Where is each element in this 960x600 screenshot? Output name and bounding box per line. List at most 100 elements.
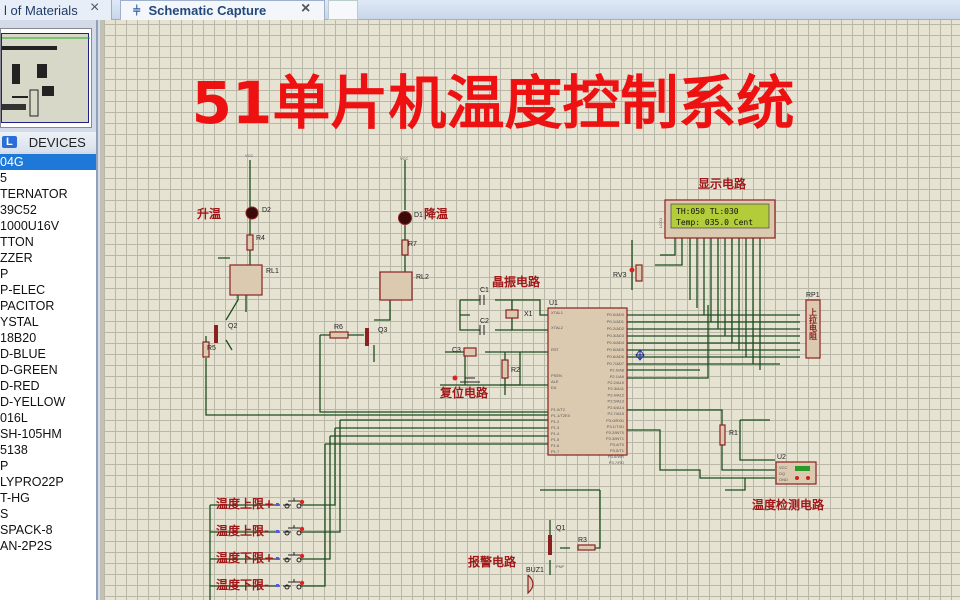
u1-pin-label: P1.4 [551,431,560,436]
tab-schematic-capture[interactable]: ⫩ Schematic Capture × [120,0,325,20]
reset-circuit[interactable]: C3 R2 [452,347,520,383]
device-item[interactable]: D-BLUE [0,347,46,361]
x1-ref: X1 [524,311,533,318]
u1-pin-label: P2.5/A13 [608,399,625,404]
label-cooling: 降温 [424,206,448,221]
u2-pin: DQ [779,471,785,476]
label-heating: 升温 [197,206,221,221]
u1-pin-label: P2.6/A14 [608,405,625,410]
u1-pin-label: RST [551,347,560,352]
u1-pin-label: P3.3/INT1 [606,436,625,441]
button-label-lower-plus: 温度下限+ [216,550,274,565]
u1-pin-label: P1.1/T2EX [551,413,571,418]
library-button[interactable]: L [2,136,17,148]
r6-ref: R6 [334,324,343,331]
r1-ref: R1 [729,430,738,437]
u1-pin-label: P3.1/TXD [607,424,624,429]
u1-pin-label: P2.3/A11 [608,386,625,391]
device-item[interactable]: TERNATOR [0,187,68,201]
device-item[interactable]: 39C52 [0,203,37,217]
u1-pin-label: P3.0/RXD [606,418,624,423]
buz1-ref: BUZ1 [526,567,544,574]
device-item[interactable]: D-RED [0,379,40,393]
lcd-line-1: TH:050 TL:030 [676,207,739,216]
devices-header: L DEVICES [0,132,96,152]
device-item[interactable]: P-ELEC [0,283,46,297]
u2-pin: VCC [779,465,788,470]
rp1-ref: RP1 [806,292,820,299]
u1-pin-label: PSEN [551,373,562,378]
cooling-circuit[interactable]: VCC D1 R7 RL2 R6 Q3 [329,156,429,346]
device-item[interactable]: YSTAL [0,315,39,329]
alarm-circuit[interactable]: Q1 PNP R3 BUZ1 [526,525,596,595]
button-label-lower-minus: 温度下限- [216,577,269,592]
u1-pin-label: P3.2/INT0 [606,430,625,435]
device-item[interactable]: 016L [0,411,28,425]
device-item[interactable]: AN-2P2S [0,539,53,553]
tab-bar: l of Materials× ⫩ Schematic Capture × [0,0,960,20]
button-label-upper-plus: 温度上限+ [216,496,274,511]
device-item[interactable]: D-GREEN [0,363,58,377]
push-button[interactable] [276,579,305,590]
u1-pin-label: P2.1/A9 [610,374,625,379]
canvas-border [100,20,104,600]
device-item[interactable]: 5138 [0,443,28,457]
potentiometer-rv3[interactable]: RV3 [613,264,643,282]
u1-pin-label: P1.6 [551,443,560,448]
tab-label: Schematic Capture [148,3,267,18]
lcd-display[interactable]: TH:050 TL:030 Temp: 035.0 Cent LCD1 [658,199,776,239]
overview-thumbnail [1,33,90,123]
push-button[interactable] [276,525,305,536]
vcc-label: VCC [245,153,254,158]
q3-ref: Q3 [378,327,387,334]
device-item[interactable]: T-HG [0,491,30,505]
tab-bill-of-materials[interactable]: l of Materials× [0,0,112,20]
device-item[interactable]: PACITOR [0,299,55,313]
d1-ref: D1 [414,212,423,219]
overview-preview[interactable] [0,28,92,128]
temperature-sensor-circuit[interactable]: R1 U2 VCC DQ GND [719,424,817,485]
device-item[interactable]: S [0,507,9,521]
device-item[interactable]: LYPRO22P [0,475,64,489]
q1-type: PNP [556,564,565,569]
schematic-icon: ⫩ [133,2,141,18]
close-icon[interactable]: × [301,0,311,17]
u1-pin-label: P1.5 [551,437,560,442]
u1-pin-label: ALE [551,379,559,384]
label-reset-circuit: 复位电路 [439,385,489,400]
u1-pin-label: XTAL2 [551,325,564,330]
u1-pin-label: P1.3 [551,425,560,430]
device-item[interactable]: 04G [0,154,96,170]
u1-pin-label: EA [551,385,557,390]
device-item[interactable]: 1000U16V [0,219,60,233]
u1-pin-label: P0.5/AD5 [607,347,625,352]
device-item[interactable]: ZZER [0,251,33,265]
push-button[interactable] [276,498,305,509]
device-item[interactable]: D-YELLOW [0,395,66,409]
microcontroller-u1[interactable]: U1 XTAL1XTAL2RSTPSENALEEAP1.0/T2P1.1/T2E… [547,300,628,465]
tab-empty[interactable] [328,0,358,20]
device-item[interactable]: 5 [0,171,7,185]
device-item[interactable]: TTON [0,235,34,249]
close-icon[interactable]: × [90,0,100,16]
heating-circuit[interactable]: VCC D2 R4 RL1 Q2 R5 [202,153,279,358]
device-item[interactable]: 18B20 [0,331,37,345]
wires [205,160,800,600]
device-item[interactable]: SH-105HM [0,427,62,441]
u1-pin-label: P2.2/A10 [608,380,625,385]
d2-ref: D2 [262,207,271,214]
push-button[interactable] [276,552,305,563]
move-cursor-icon [635,349,645,361]
device-item[interactable]: P [0,267,9,281]
devices-title: DEVICES [28,134,86,150]
crystal-circuit[interactable]: C1 C2 X1 [479,287,533,335]
label-display-circuit: 显示电路 [698,176,747,191]
device-item[interactable]: SPACK-8 [0,523,53,537]
u1-pin-label: P3.6/WR [608,454,624,459]
button-group: 温度上限+ 温度上限- 温度下限+ 温度下限- [216,496,305,592]
device-item[interactable]: P [0,459,9,473]
u1-pin-label: P0.4/AD4 [607,340,625,345]
pullup-resistor-rp1[interactable]: RP1 上拉电阻 [805,292,821,359]
